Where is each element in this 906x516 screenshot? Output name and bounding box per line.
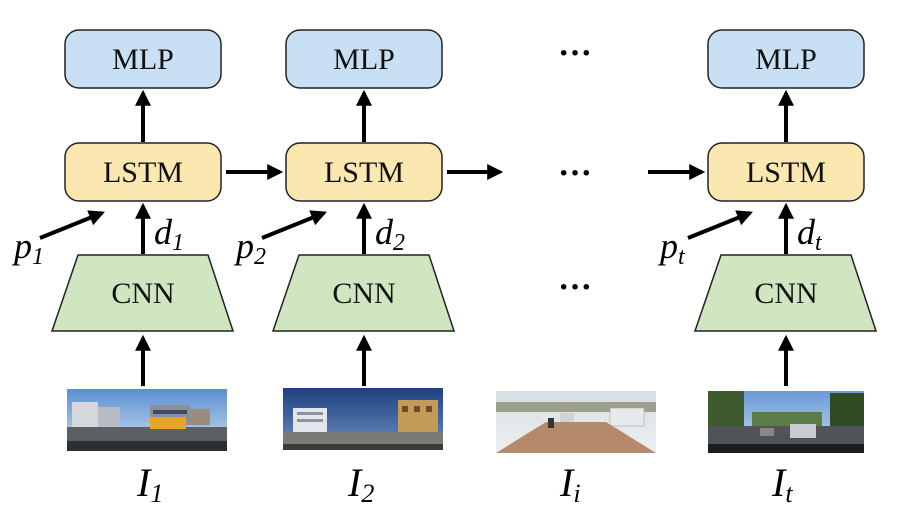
cnn-label: CNN [332,277,395,310]
lstm-box [285,142,443,202]
mlp-box [707,29,865,89]
cnn-label: CNN [754,277,817,310]
cnn-label: CNN [111,277,174,310]
d-symbol: d1 [154,212,184,256]
lstm-label: LSTM [746,156,826,189]
p-input-arrow [687,210,753,240]
image-symbol: I1 [136,460,163,508]
column-ellipsis: ··· ··· ··· Ii [496,35,656,508]
cnn-trapezoid [50,254,235,332]
cnn-ellipsis: ··· [558,269,592,306]
column-t: MLP LSTM pt dt CNN It [657,29,878,508]
d-symbol: d2 [375,212,405,256]
street-image-thumbnail [496,391,656,453]
cnn-trapezoid [693,254,878,332]
p-input-arrow [261,210,327,240]
image-symbol: It [771,460,793,508]
p-symbol: pt [657,226,686,270]
lstm-box [64,142,222,202]
mlp-label: MLP [333,43,395,76]
lstm-label: LSTM [324,156,404,189]
street-image-thumbnail [67,389,227,451]
mlp-label: MLP [112,43,174,76]
lstm-ellipsis: ··· [558,155,592,192]
lstm-label: LSTM [103,156,183,189]
p-symbol: p1 [11,226,44,270]
mlp-label: MLP [755,43,817,76]
p-input-arrow [39,210,105,240]
image-symbol: Ii [559,460,581,508]
lstm-box [707,142,865,202]
mlp-box [64,29,222,89]
d-symbol: dt [797,212,823,256]
cnn-trapezoid [271,254,456,332]
street-image-thumbnail [708,391,864,453]
column-1: MLP LSTM p1 d1 CNN I1 [11,29,235,508]
mlp-box [285,29,443,89]
mlp-ellipsis: ··· [558,35,592,72]
column-2: MLP LSTM p2 d2 CNN I2 [233,29,456,508]
p-symbol: p2 [233,226,266,270]
image-symbol: I2 [347,460,374,508]
street-image-thumbnail [283,388,443,450]
